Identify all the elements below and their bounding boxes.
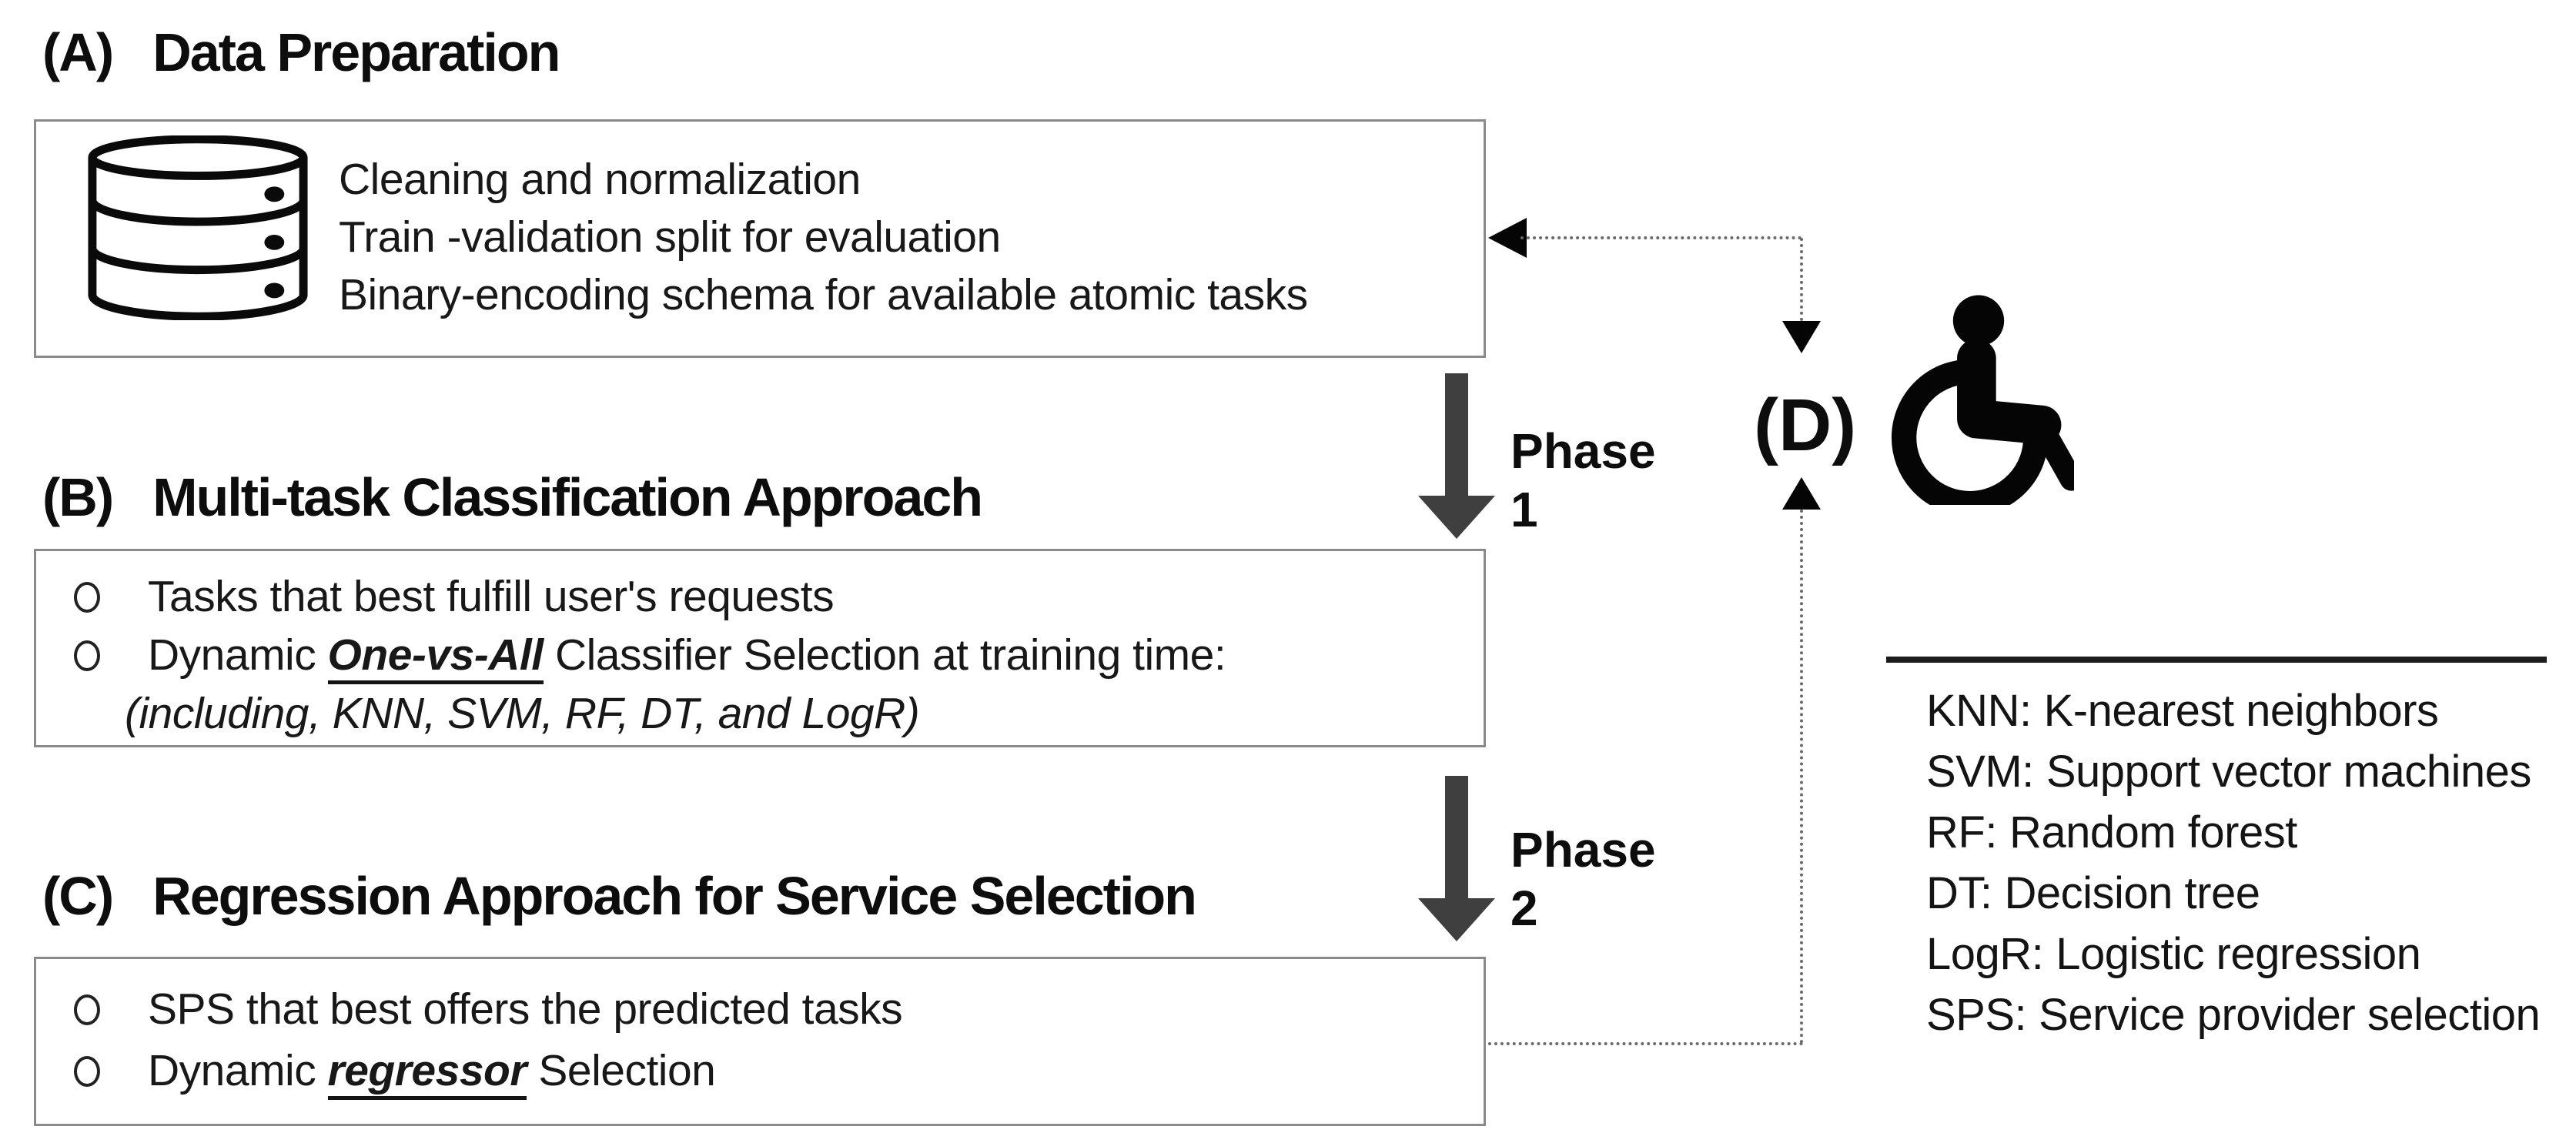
arrowhead-into-box-a	[1488, 218, 1527, 258]
legend-divider	[1886, 657, 2547, 663]
one-vs-all-highlight: One-vs-All	[327, 630, 544, 684]
bullet-circle-icon	[74, 994, 100, 1025]
section-c-title-text: Regression Approach for Service Selectio…	[152, 866, 1197, 926]
feedback-line-upper-vertical	[1800, 238, 1803, 321]
database-icon	[88, 135, 308, 320]
feedback-line-lower-vertical	[1800, 510, 1803, 1044]
bullet-circle-icon	[74, 582, 100, 613]
bullet-circle-icon	[74, 1056, 100, 1087]
bullet-circle-icon	[74, 640, 100, 671]
regressor-highlight: regressor	[327, 1046, 527, 1100]
data-prep-item: Cleaning and normalization	[339, 155, 861, 204]
wheelchair-icon	[1891, 295, 2074, 505]
classification-item: Dynamic One-vs-All Classifier Selection …	[148, 630, 1226, 684]
classification-item: Tasks that best fulfill user's requests	[148, 572, 835, 621]
arrowhead-into-d-bottom	[1782, 477, 1821, 510]
legend-entry: SPS:Service provider selection	[1926, 990, 2541, 1040]
classification-item: (including, KNN, SVM, RF, DT, and LogR)	[125, 689, 920, 738]
feedback-line-top	[1521, 236, 1802, 239]
legend: KNN:K-nearest neighbors SVM:Support vect…	[1926, 680, 2541, 1045]
section-b-title: (B) Multi-task Classification Approach	[42, 466, 983, 528]
regression-box	[34, 957, 1486, 1126]
section-c-title: (C) Regression Approach for Service Selec…	[42, 865, 1197, 927]
section-a-title-text: Data Preparation	[152, 22, 560, 82]
phase1-label: Phase 1	[1510, 423, 1656, 537]
regression-item: SPS that best offers the predicted tasks	[148, 984, 903, 1034]
data-prep-item: Binary-encoding schema for available ato…	[339, 270, 1308, 319]
legend-entry: SVM:Support vector machines	[1926, 747, 2531, 797]
section-b-title-text: Multi-task Classification Approach	[152, 467, 983, 527]
section-a-label: (A)	[42, 22, 114, 82]
legend-entry: KNN:K-nearest neighbors	[1926, 686, 2439, 736]
section-b-label: (B)	[42, 467, 114, 527]
classification-box	[34, 549, 1486, 747]
feedback-line-bottom	[1488, 1042, 1803, 1045]
section-d-label: (D)	[1754, 384, 1857, 466]
section-a-title: (A) Data Preparation	[42, 22, 560, 83]
data-prep-item: Train -validation split for evaluation	[339, 212, 1001, 262]
phase2-label: Phase 2	[1510, 822, 1656, 936]
legend-entry: DT:Decision tree	[1926, 868, 2260, 918]
arrowhead-into-d-top	[1782, 321, 1821, 353]
legend-entry: RF:Random forest	[1926, 807, 2297, 857]
regression-item: Dynamic regressor Selection	[148, 1045, 716, 1100]
section-c-label: (C)	[42, 866, 114, 926]
legend-entry: LogR:Logistic regression	[1926, 929, 2421, 979]
